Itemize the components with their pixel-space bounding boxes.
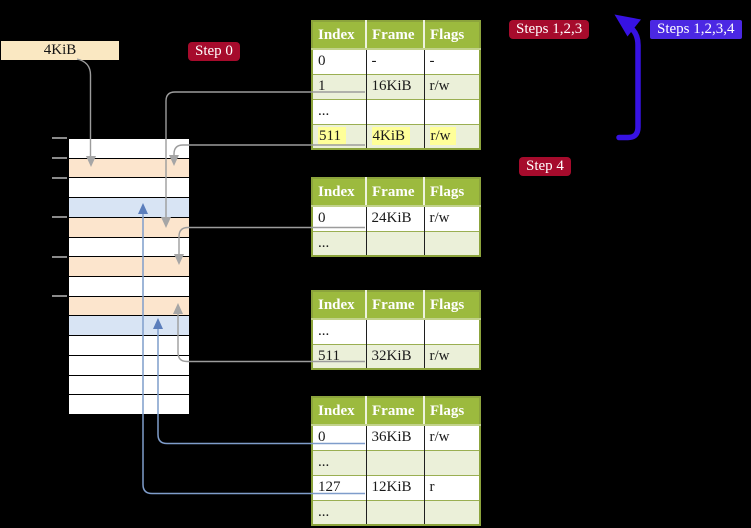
cell-frame: 4KiB bbox=[365, 123, 424, 149]
cell-flags bbox=[423, 230, 480, 256]
table-row: ... bbox=[312, 319, 480, 344]
cell-index: ... bbox=[312, 449, 366, 475]
memory-frame-row-blue bbox=[69, 316, 189, 337]
cell-frame: - bbox=[365, 49, 424, 74]
memory-frame-row-white bbox=[69, 277, 189, 297]
memory-boundary-tick bbox=[52, 255, 67, 258]
memory-frame-row-orange bbox=[69, 257, 189, 278]
cell-flags bbox=[423, 319, 480, 344]
table-row: ... bbox=[312, 449, 480, 475]
cell-index: 1 bbox=[312, 73, 366, 99]
table-row: ... bbox=[312, 230, 480, 256]
column-header-flags: Flags bbox=[423, 291, 480, 320]
column-header-index: Index bbox=[312, 178, 366, 207]
table-row: 511 4KiB r/w bbox=[312, 123, 480, 149]
memory-boundary-tick bbox=[52, 216, 67, 219]
cell-frame: 32KiB bbox=[365, 343, 424, 369]
table-row: ... bbox=[312, 98, 480, 124]
table-row: 0 -- bbox=[312, 49, 480, 74]
memory-boundary-tick bbox=[52, 295, 67, 298]
cell-flags: - bbox=[423, 49, 480, 74]
step-4-badge: Step 4 bbox=[519, 157, 571, 176]
cell-index: ... bbox=[312, 499, 366, 525]
cell-frame: 36KiB bbox=[365, 425, 424, 450]
cell-frame bbox=[365, 449, 424, 475]
cell-flags: r/w bbox=[423, 425, 480, 450]
cell-flags: r bbox=[423, 474, 480, 500]
cell-flags: r/w bbox=[423, 343, 480, 369]
cell-index: 0 bbox=[318, 53, 326, 70]
column-header-frame: Frame bbox=[365, 178, 424, 207]
column-header-flags: Flags bbox=[423, 178, 480, 207]
memory-boundary-tick bbox=[52, 137, 67, 139]
memory-frame-row-blue bbox=[69, 198, 189, 218]
cell-frame: 24KiB bbox=[365, 206, 424, 231]
highlighted-value: 4KiB bbox=[371, 126, 411, 145]
cell-index: ... bbox=[312, 98, 366, 124]
cell-frame bbox=[365, 499, 424, 525]
column-header-frame: Frame bbox=[365, 21, 424, 50]
memory-frame-row-orange bbox=[69, 158, 189, 179]
cell-flags bbox=[423, 98, 480, 124]
cell-index: 127 bbox=[312, 474, 366, 500]
frame-size-label: 4KiB bbox=[1, 41, 119, 60]
cell-flags bbox=[423, 449, 480, 475]
memory-frame-row-white bbox=[69, 356, 189, 376]
column-header-flags: Flags bbox=[423, 397, 480, 426]
cell-index: ... bbox=[318, 323, 330, 340]
memory-boundary-tick bbox=[52, 176, 67, 179]
memory-frame-row-white bbox=[69, 336, 189, 356]
highlighted-value: r/w bbox=[429, 126, 456, 145]
highlighted-value: 511 bbox=[318, 126, 346, 145]
cell-frame: 12KiB bbox=[365, 474, 424, 500]
memory-frame-row-orange bbox=[69, 217, 189, 238]
cell-frame: 16KiB bbox=[365, 73, 424, 99]
column-header-index: Index bbox=[312, 397, 366, 426]
cell-flags: r/w bbox=[423, 123, 480, 149]
cell-frame bbox=[365, 98, 424, 124]
cell-flags: r/w bbox=[423, 73, 480, 99]
column-header-index: Index bbox=[312, 291, 366, 320]
memory-frame-row-white bbox=[69, 238, 189, 258]
memory-frame-row-white bbox=[69, 376, 189, 396]
cell-index: ... bbox=[312, 230, 366, 256]
step-0-badge: Step 0 bbox=[188, 42, 240, 61]
cell-flags bbox=[423, 499, 480, 525]
physical-memory-column bbox=[68, 138, 190, 415]
memory-frame-row-orange bbox=[69, 296, 189, 317]
steps-1234-badge: Steps 1,2,3,4 bbox=[650, 20, 742, 39]
column-header-index: Index bbox=[312, 21, 366, 50]
column-header-frame: Frame bbox=[365, 291, 424, 320]
cell-frame bbox=[365, 319, 424, 344]
column-header-flags: Flags bbox=[423, 21, 480, 50]
memory-boundary-tick bbox=[52, 156, 67, 159]
steps-123-badge: Steps 1,2,3 bbox=[509, 20, 590, 39]
table-row: ... bbox=[312, 499, 480, 525]
cell-index: 0 bbox=[318, 429, 326, 446]
memory-frame-row-white bbox=[69, 139, 189, 159]
cell-flags: r/w bbox=[423, 206, 480, 231]
cell-index: 0 bbox=[318, 210, 326, 227]
steps123-loop-arrow bbox=[614, 14, 641, 141]
cell-index: 511 bbox=[312, 123, 366, 149]
memory-frame-row-white bbox=[69, 178, 189, 199]
column-header-frame: Frame bbox=[365, 397, 424, 426]
memory-frame-row-white bbox=[69, 395, 189, 414]
cell-index: 511 bbox=[312, 343, 366, 369]
cell-frame bbox=[365, 230, 424, 256]
